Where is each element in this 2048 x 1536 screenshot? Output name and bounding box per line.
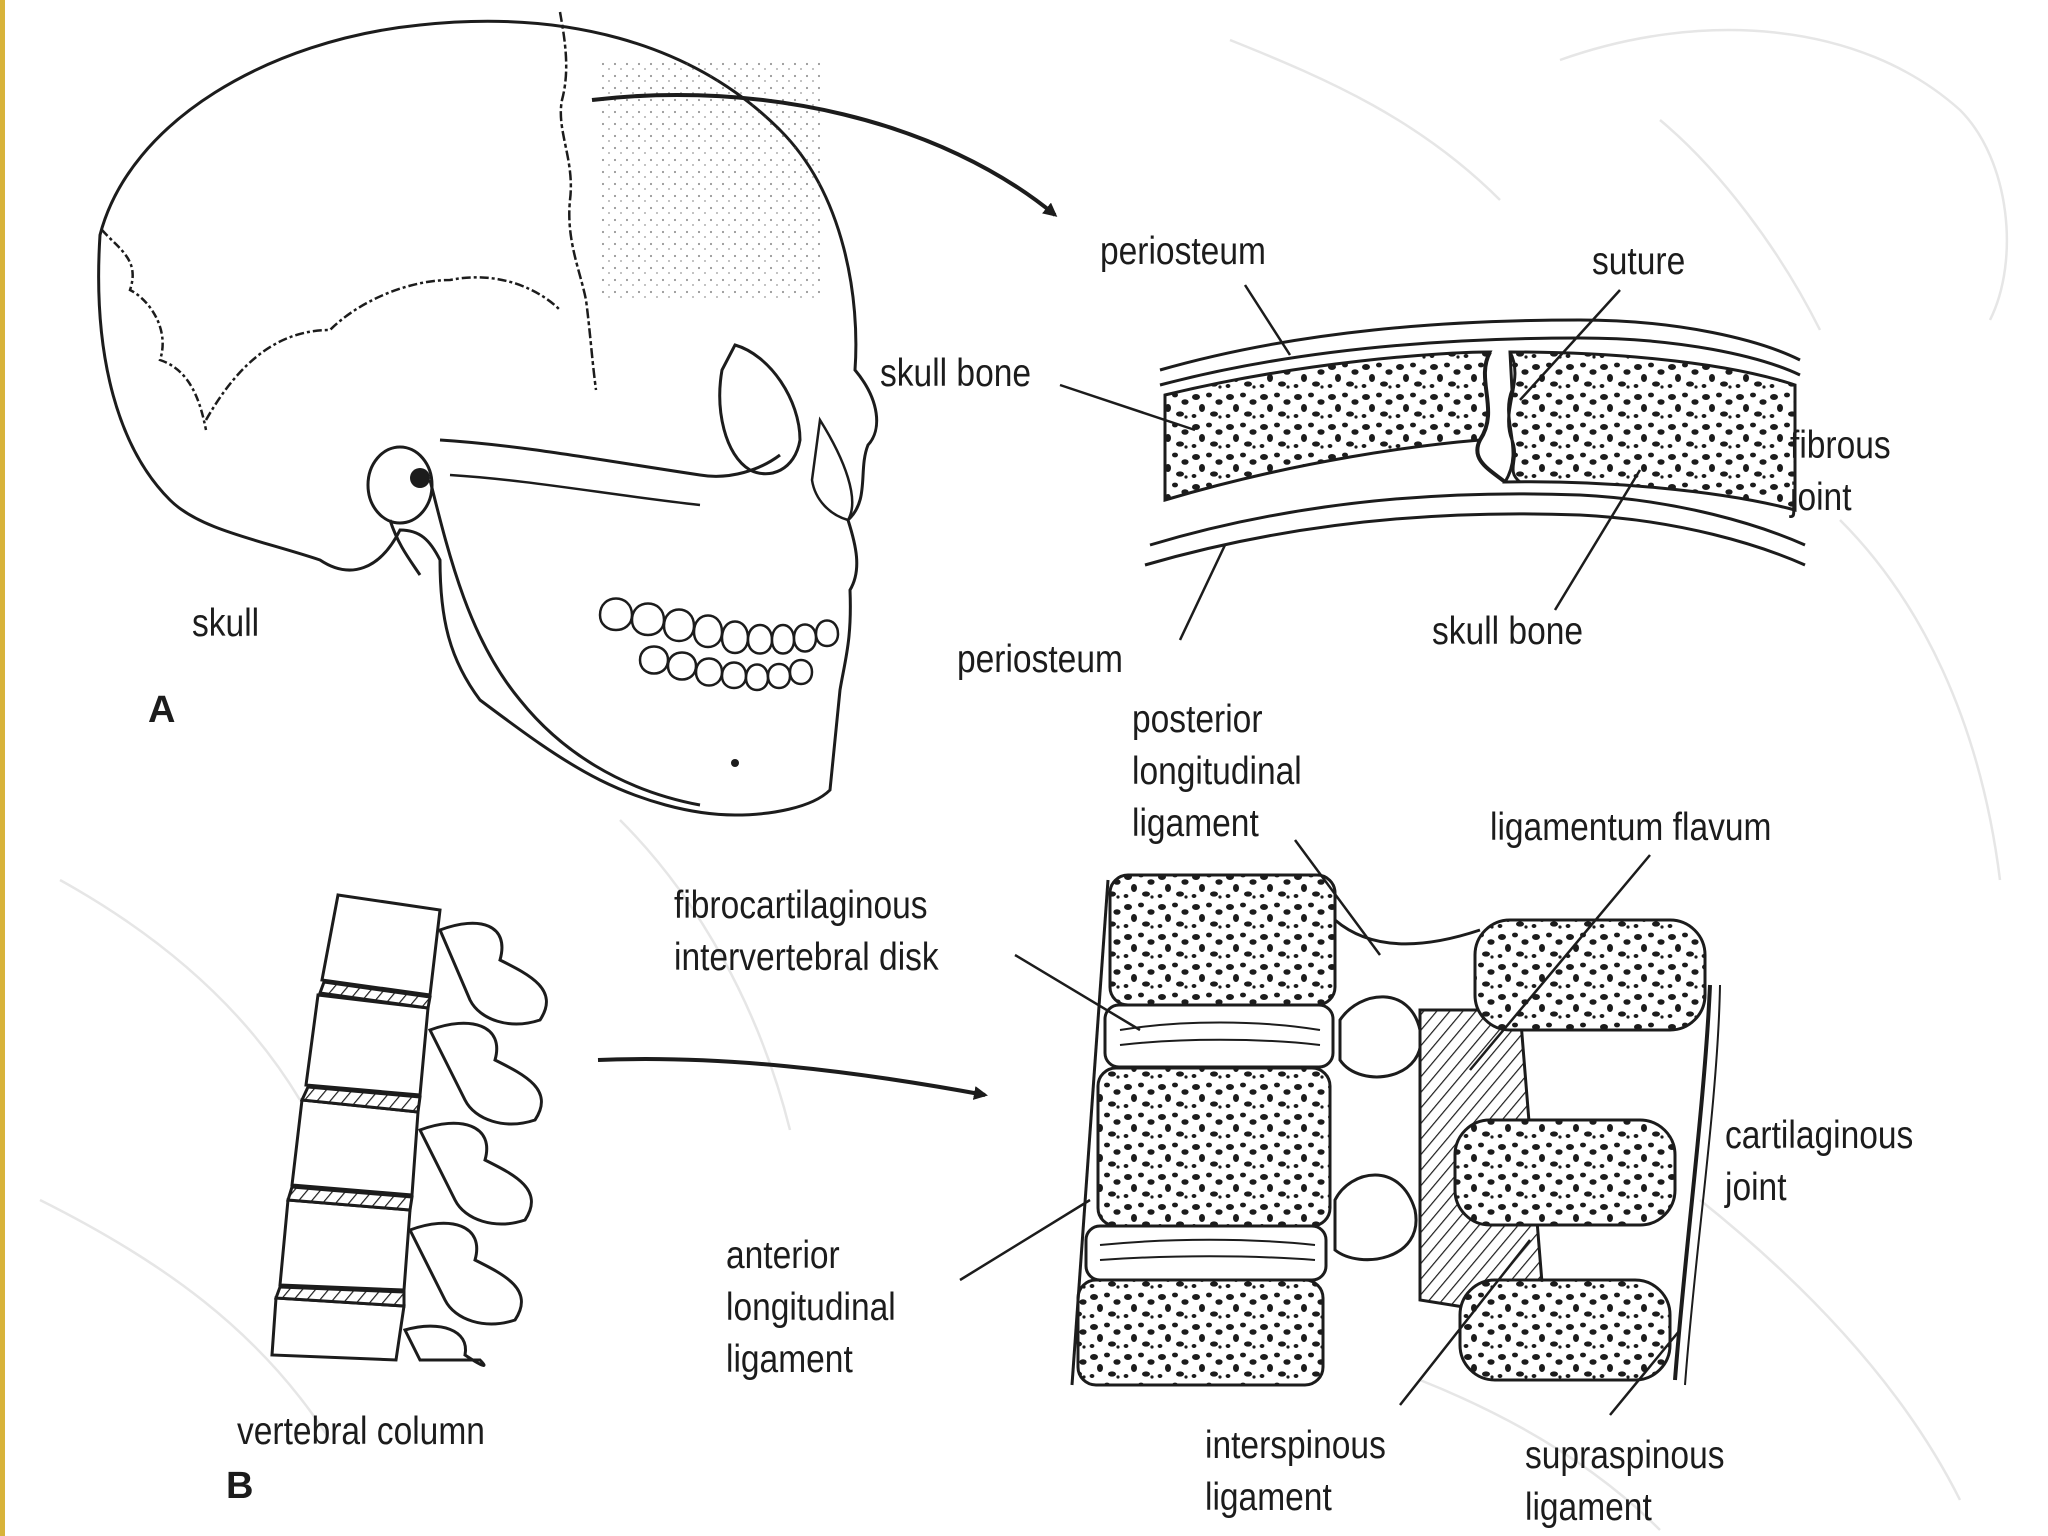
periosteum-bottom-label: periosteum [957,634,1123,686]
vertebral-column-label: vertebral column [237,1406,485,1458]
supraspinous-ligament-label-line2: ligament [1525,1482,1652,1534]
posterior-ligament-label-line1: posterior [1132,694,1262,746]
panel-b-letter: B [226,1460,253,1512]
vertebral-column-drawing [272,895,546,1365]
skull-bone-bottom-label: skull bone [1432,606,1583,658]
fibrous-joint-label-line2: joint [1790,472,1852,524]
periosteum-top-label: periosteum [1100,226,1266,278]
interspinous-ligament-label-line1: interspinous [1205,1420,1386,1472]
anterior-ligament-label-line2: longitudinal [726,1282,896,1334]
column-to-detail-arrow [598,1059,985,1095]
cartilaginous-joint-label-line1: cartilaginous [1725,1110,1913,1162]
suture-label: suture [1592,236,1685,288]
page-edge-strip [0,0,5,1536]
supraspinous-ligament-label-line1: supraspinous [1525,1430,1725,1482]
anterior-ligament-label-line1: anterior [726,1230,840,1282]
cartilaginous-joint-label-line2: joint [1725,1162,1787,1214]
intervertebral-disk-label-line1: fibrocartilaginous [674,880,928,932]
skull-label: skull [192,598,259,650]
skull-bone-left-label: skull bone [880,348,1031,400]
skull-drawing [99,12,877,815]
anterior-ligament-label-line3: ligament [726,1334,853,1386]
suture-detail-drawing [1145,320,1805,565]
posterior-ligament-label-line3: ligament [1132,798,1259,850]
interspinous-ligament-label-line2: ligament [1205,1472,1332,1524]
fibrous-joint-label-line1: fibrous [1790,420,1891,472]
intervertebral-disk-label-line2: intervertebral disk [674,932,939,984]
ligamentum-flavum-label: ligamentum flavum [1490,802,1771,854]
panel-a-letter: A [148,684,175,736]
intervertebral-joint-detail-drawing [1072,875,1720,1385]
posterior-ligament-label-line2: longitudinal [1132,746,1302,798]
